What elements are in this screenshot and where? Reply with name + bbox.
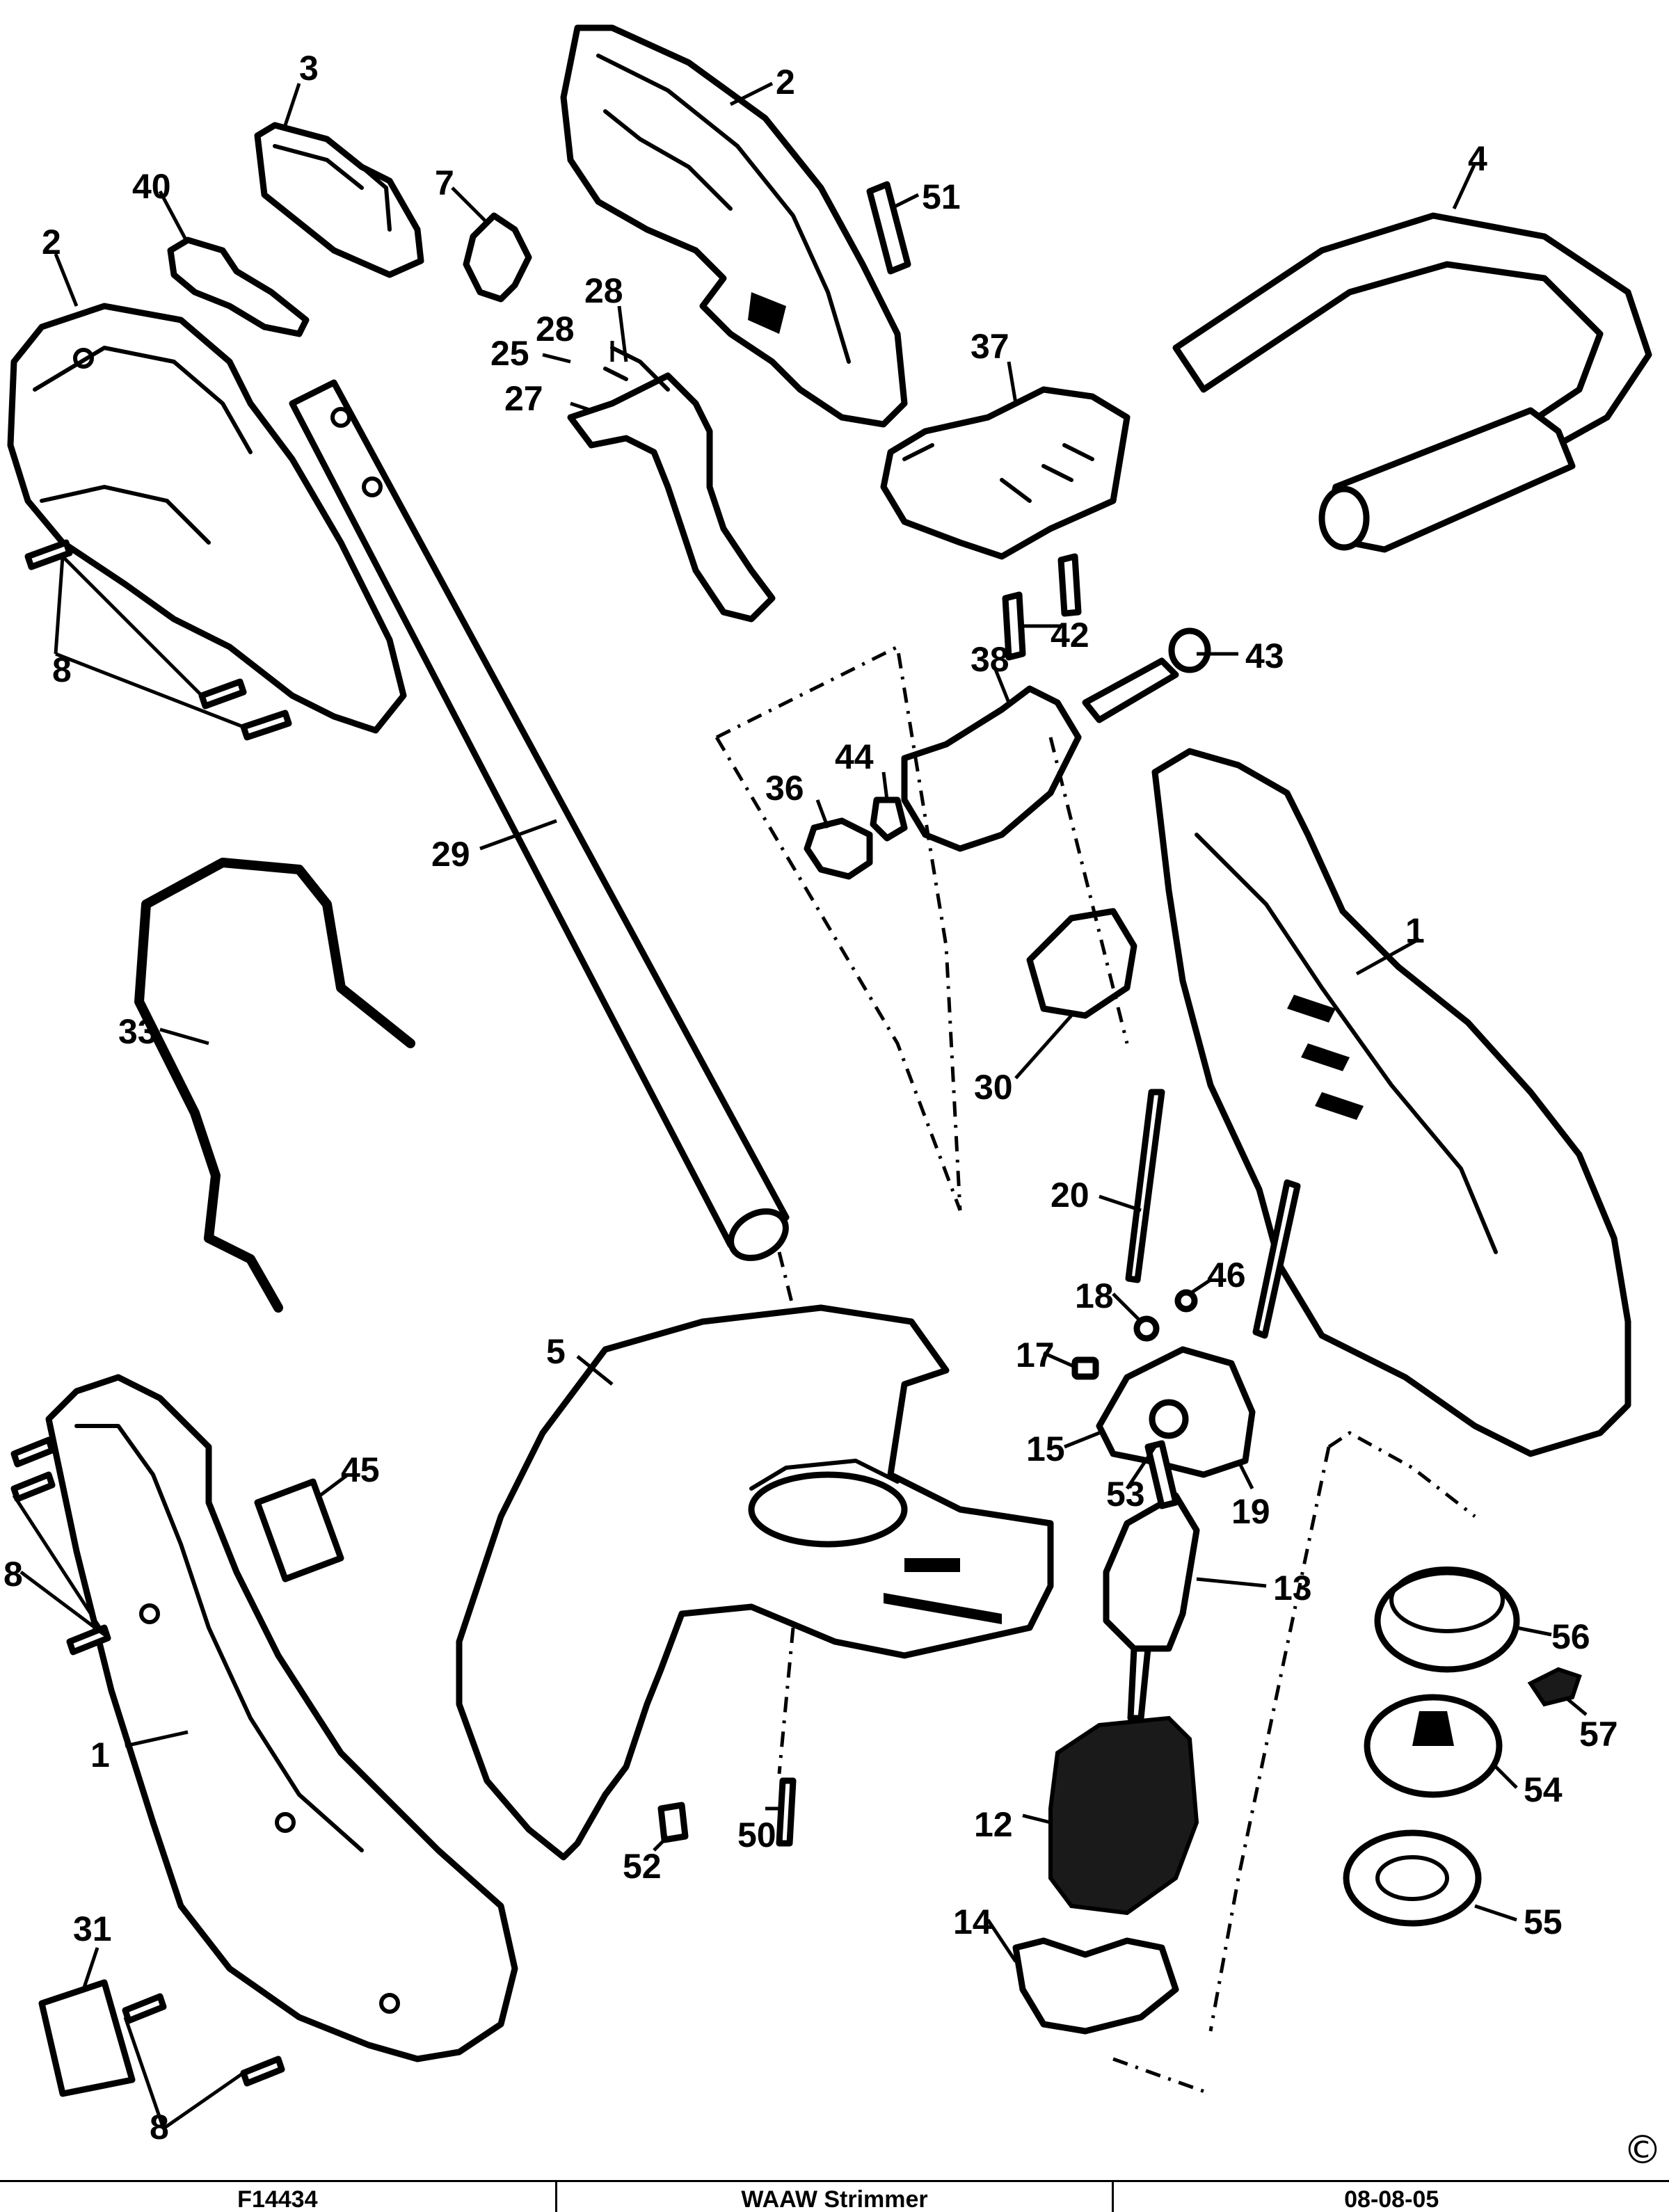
callout-4: 4 — [1468, 139, 1487, 178]
callout-28-upper: 28 — [584, 271, 623, 310]
leader-lines — [12, 81, 1588, 2131]
part-2-left-housing — [7, 303, 407, 734]
callout-18: 18 — [1075, 1276, 1114, 1315]
part-18-small-part — [1133, 1315, 1160, 1342]
callout-38: 38 — [971, 640, 1009, 679]
part-31-label — [38, 1979, 136, 2097]
part-55-spool-base — [1343, 1829, 1482, 1927]
part-5-guard — [456, 1304, 1054, 1861]
callout-43: 43 — [1245, 636, 1284, 675]
part-3-switch-bracket — [254, 122, 424, 278]
callout-52: 52 — [623, 1847, 662, 1886]
callout-12: 12 — [974, 1805, 1013, 1844]
callout-42: 42 — [1051, 616, 1089, 655]
part-46-washer — [1174, 1289, 1198, 1313]
callout-2-top: 2 — [776, 63, 795, 102]
callout-17: 17 — [1016, 1336, 1055, 1375]
callout-25: 25 — [490, 334, 529, 373]
part-15-bearing-housing — [1096, 1346, 1256, 1478]
callout-1-right: 1 — [1405, 911, 1425, 950]
part-1-right-housing — [1151, 748, 1631, 1457]
callout-7: 7 — [435, 163, 454, 202]
callout-28-lower: 28 — [536, 310, 575, 348]
callout-36: 36 — [765, 769, 804, 808]
callout-44: 44 — [835, 737, 874, 776]
callout-8-lower: 8 — [150, 2108, 169, 2147]
part-14-brush-holder — [1012, 1937, 1179, 2035]
callouts: 3 2 40 7 51 4 2 28 25 28 27 37 8 42 43 3… — [3, 49, 1618, 2147]
callout-5: 5 — [546, 1332, 566, 1371]
part-33-wire-guard — [134, 858, 415, 1313]
callout-51: 51 — [922, 177, 961, 216]
part-43-bolt — [1082, 627, 1211, 723]
callout-2-left: 2 — [42, 223, 61, 262]
part-44-nut — [870, 796, 908, 842]
callout-46: 46 — [1207, 1256, 1246, 1295]
part-52-nut — [657, 1802, 689, 1843]
part-56-spool-cover — [1374, 1566, 1520, 1673]
callout-13: 13 — [1273, 1569, 1312, 1608]
copyright-symbol: © — [1623, 2128, 1662, 2173]
assembly-lines — [714, 644, 1476, 2096]
title-block: F14434 WAAW Strimmer 08-08-05 — [0, 2180, 1669, 2212]
part-12-stator — [1048, 1715, 1199, 1916]
callout-29: 29 — [431, 835, 470, 874]
callout-57: 57 — [1579, 1715, 1618, 1754]
callout-27: 27 — [504, 379, 543, 418]
part-42-screws — [1002, 553, 1082, 661]
callout-8-middle: 8 — [3, 1555, 23, 1594]
callout-53: 53 — [1106, 1475, 1145, 1514]
diagram-date: 08-08-05 — [1112, 2182, 1669, 2212]
part-40-clip — [167, 237, 310, 337]
part-2-upper-housing — [560, 24, 908, 428]
callout-14: 14 — [953, 1902, 992, 1941]
part-17-brush — [1071, 1356, 1099, 1380]
part-50-screw — [776, 1777, 797, 1847]
callout-1-left: 1 — [90, 1736, 110, 1774]
callout-3: 3 — [299, 49, 319, 88]
callout-37: 37 — [971, 327, 1009, 366]
callout-54: 54 — [1524, 1770, 1563, 1809]
part-4-front-handle — [1172, 212, 1652, 553]
part-20-long-screw — [1125, 1089, 1301, 1339]
part-13-armature — [1103, 1440, 1200, 1722]
callout-55: 55 — [1524, 1902, 1563, 1941]
part-38-clamp — [901, 685, 1082, 852]
callout-20: 20 — [1051, 1176, 1089, 1215]
callout-19: 19 — [1231, 1492, 1270, 1531]
callout-40: 40 — [132, 167, 171, 206]
part-28-cable — [567, 346, 776, 623]
part-57-spring — [1527, 1667, 1582, 1707]
callout-45: 45 — [341, 1450, 380, 1489]
part-7-catch — [463, 212, 532, 303]
part-37-motor-cover — [880, 386, 1131, 560]
part-30-switch-trigger — [1026, 908, 1137, 1019]
part-1-left-housing — [45, 1374, 518, 2062]
callout-31: 31 — [73, 1909, 112, 1948]
product-description: WAAW Strimmer — [554, 2182, 1112, 2212]
part-45-label — [254, 1478, 344, 1582]
part-29-shaft-tube — [289, 379, 790, 1261]
callout-56: 56 — [1551, 1617, 1590, 1656]
callout-33: 33 — [118, 1012, 157, 1051]
part-51-label — [866, 181, 911, 275]
part-36-knob — [804, 817, 873, 880]
part-8-screws — [10, 539, 292, 2087]
callout-15: 15 — [1026, 1429, 1065, 1468]
part-54-spool — [1364, 1694, 1503, 1798]
callout-8-upper: 8 — [52, 650, 72, 689]
callout-50: 50 — [737, 1816, 776, 1854]
model-number: F14434 — [237, 2186, 318, 2212]
callout-30: 30 — [974, 1068, 1013, 1107]
